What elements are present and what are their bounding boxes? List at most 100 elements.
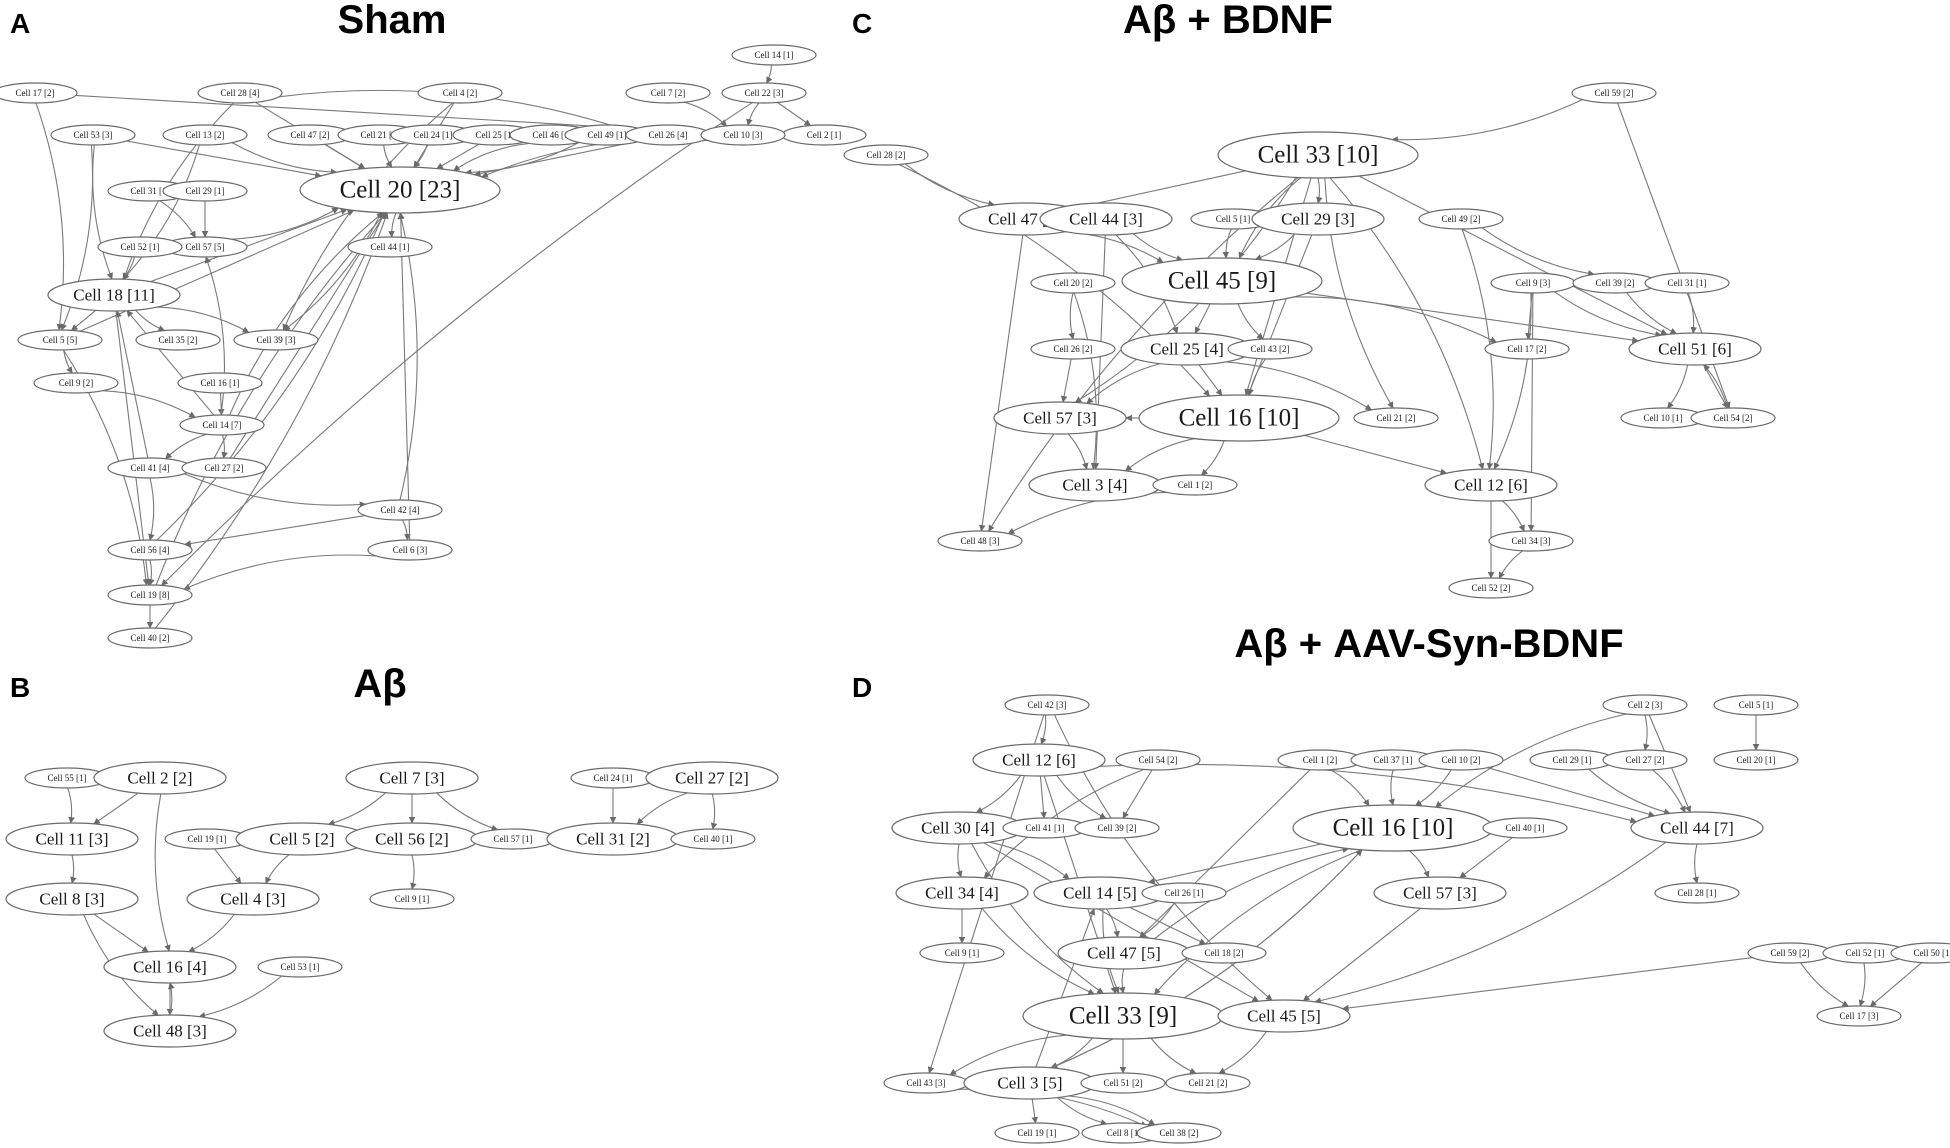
node-a10: Cell 10 [3] [700, 124, 786, 146]
node-shape-d9 [919, 942, 1005, 964]
edge-d1-d16 [1330, 769, 1370, 807]
node-label-a49: Cell 49 [1] [588, 130, 627, 140]
edge-a56-a20 [156, 212, 385, 541]
edge-a53-a5 [60, 144, 94, 331]
node-label-c9: Cell 9 [3] [1516, 278, 1551, 288]
node-shape-d28 [1654, 882, 1740, 904]
node-a44: Cell 44 [1] [347, 236, 433, 258]
node-shape-a18 [47, 278, 181, 312]
node-c20: Cell 20 [2] [1030, 272, 1116, 294]
node-shape-a14b [179, 414, 265, 436]
node-shape-c45 [1121, 257, 1323, 305]
node-a35: Cell 35 [2] [135, 329, 221, 351]
node-shape-d12 [972, 743, 1106, 777]
node-c28: Cell 28 [2] [843, 144, 929, 166]
node-label-d27: Cell 27 [2] [1626, 755, 1665, 765]
edge-a49-a20 [464, 141, 580, 176]
edge-d30-d45 [983, 842, 1259, 1002]
node-c48: Cell 48 [3] [937, 530, 1023, 552]
node-label-d14: Cell 14 [5] [1063, 884, 1137, 903]
edge-c54-c51 [1703, 364, 1729, 409]
node-label-d28: Cell 28 [1] [1678, 888, 1717, 898]
node-a6: Cell 6 [3] [367, 539, 453, 561]
edge-c5-c45 [1222, 228, 1232, 259]
node-label-c52: Cell 52 [2] [1472, 583, 1511, 593]
node-shape-a40 [107, 627, 193, 649]
node-shape-a28 [197, 82, 283, 104]
node-label-c21: Cell 21 [2] [1377, 413, 1416, 423]
node-label-a14b: Cell 14 [7] [203, 420, 242, 430]
edge-a5-a9 [63, 349, 73, 374]
node-label-d42: Cell 42 [3] [1028, 700, 1067, 710]
edge-d29-d44 [1588, 768, 1671, 816]
node-a41: Cell 41 [4] [107, 457, 193, 479]
edge-a6-a19 [183, 554, 377, 590]
node-a7: Cell 7 [2] [625, 82, 711, 104]
node-shape-c31 [1644, 272, 1730, 294]
edge-d47-d33 [1118, 968, 1126, 994]
edge-c20-c3 [1073, 292, 1098, 470]
edge-d2-d27 [1643, 714, 1650, 751]
edge-c47-c45 [1065, 231, 1164, 263]
node-a5: Cell 5 [5] [17, 329, 103, 351]
node-a56: Cell 56 [4] [107, 539, 193, 561]
node-label-a17: Cell 17 [2] [16, 88, 55, 98]
node-d27: Cell 27 [2] [1602, 749, 1688, 771]
node-d9: Cell 9 [1] [919, 942, 1005, 964]
node-label-a18: Cell 18 [11] [73, 286, 155, 305]
node-d47: Cell 47 [5] [1057, 936, 1191, 970]
node-c45: Cell 45 [9] [1121, 257, 1323, 305]
edge-d37-d16 [1388, 769, 1395, 806]
edge-a46-a20 [453, 142, 529, 172]
node-c29: Cell 29 [3] [1251, 202, 1385, 236]
node-label-c1: Cell 1 [2] [1178, 480, 1213, 490]
node-shape-a39 [233, 329, 319, 351]
edge-d12-d30 [975, 775, 1022, 814]
node-shape-c33 [1217, 131, 1419, 179]
node-label-a9: Cell 9 [2] [59, 378, 94, 388]
node-shape-c51 [1628, 332, 1762, 366]
node-label-c29: Cell 29 [3] [1281, 210, 1355, 229]
edge-c44-c45 [1132, 233, 1184, 262]
edge-c20-c26 [1068, 292, 1075, 340]
edge-a22-a10 [746, 102, 760, 126]
node-label-d33: Cell 33 [9] [1069, 1003, 1177, 1030]
edge-d33-d43 [949, 1034, 1068, 1076]
edge-c9-c34 [1527, 292, 1535, 532]
node-label-d38: Cell 38 [2] [1160, 1128, 1199, 1138]
node-label-c12: Cell 12 [6] [1454, 476, 1528, 495]
node-d40: Cell 40 [1] [1482, 817, 1568, 839]
node-label-a16: Cell 16 [1] [201, 378, 240, 388]
edge-c57-c3 [1067, 433, 1089, 470]
node-shape-c43 [1227, 338, 1313, 360]
node-d51: Cell 51 [2] [1080, 1072, 1166, 1094]
edge-b7-b57 [436, 792, 499, 832]
node-label-c54: Cell 54 [2] [1714, 413, 1753, 423]
node-shape-a10 [700, 124, 786, 146]
edge-a14b-a27 [221, 434, 228, 459]
node-shape-a56 [107, 539, 193, 561]
node-label-b27: Cell 27 [2] [675, 769, 749, 788]
edge-d3-d19 [1031, 1098, 1039, 1124]
edge-a26-a20 [473, 140, 637, 177]
node-label-c28: Cell 28 [2] [867, 150, 906, 160]
node-c39: Cell 39 [2] [1572, 272, 1658, 294]
node-shape-b8 [5, 882, 139, 916]
node-shape-d51 [1080, 1072, 1166, 1094]
node-shape-d40 [1482, 817, 1568, 839]
node-shape-b16 [103, 950, 237, 984]
node-c26: Cell 26 [2] [1030, 338, 1116, 360]
edge-a18-a39 [157, 306, 250, 333]
node-shape-c57 [993, 401, 1127, 435]
panel-title-abeta: Aβ [353, 662, 407, 706]
node-label-a44: Cell 44 [1] [371, 242, 410, 252]
edge-a14b-a41 [165, 433, 207, 460]
node-d30: Cell 30 [4] [891, 811, 1025, 845]
node-label-c49: Cell 49 [2] [1442, 214, 1481, 224]
node-shape-c28 [843, 144, 929, 166]
edge-b8-b16 [93, 913, 149, 953]
node-label-d16: Cell 16 [10] [1333, 815, 1454, 842]
node-a13: Cell 13 [2] [162, 124, 248, 146]
node-label-a20: Cell 20 [23] [340, 177, 461, 204]
edge-d52-d17 [1858, 962, 1866, 1007]
